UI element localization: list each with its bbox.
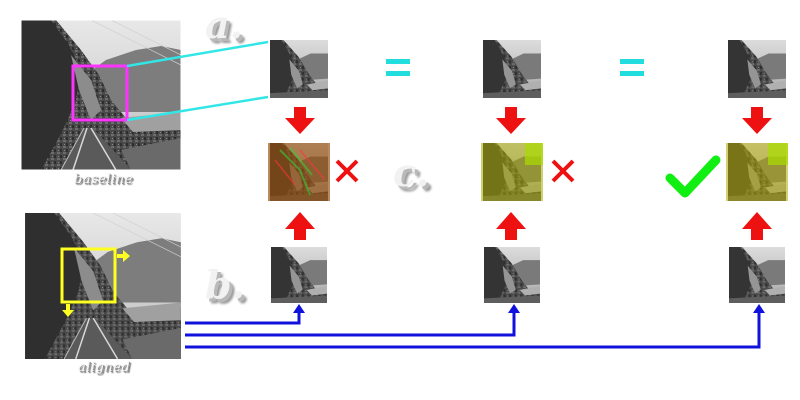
down-arrow — [742, 107, 772, 134]
baseline-photo — [20, 19, 182, 171]
step-label-b: b. — [205, 262, 245, 307]
shift-connector — [185, 312, 761, 349]
up-arrow — [496, 212, 526, 240]
baseline-crop-thumbnail — [483, 40, 541, 98]
up-arrow — [285, 212, 315, 240]
baseline-crop-thumbnail — [270, 40, 328, 98]
blend-thumbnail-partial — [481, 143, 543, 201]
blend-thumbnail-aligned — [726, 143, 788, 201]
baseline-caption: baseline — [74, 172, 133, 187]
aligned-photo — [24, 213, 182, 359]
blend-thumbnail-mismatch — [268, 143, 330, 201]
aligned-caption: aligned — [78, 360, 131, 375]
aligned-crop-box — [60, 247, 117, 304]
down-arrow — [496, 107, 526, 134]
equals-icon — [386, 59, 410, 76]
aligned-crop-thumbnail — [729, 247, 785, 303]
step-label-a: a. — [205, 2, 243, 47]
match-connector — [126, 40, 269, 122]
aligned-crop-thumbnail — [484, 247, 540, 303]
cross-icon — [335, 159, 359, 183]
up-arrow — [742, 212, 772, 240]
aligned-crop-thumbnail — [271, 247, 327, 303]
baseline-crop-thumbnail — [728, 40, 786, 98]
shift-right-arrow — [117, 250, 130, 262]
shift-down-arrow — [62, 304, 74, 317]
step-label-c: c. — [393, 150, 430, 195]
down-arrow — [285, 107, 315, 134]
baseline-crop-box — [71, 64, 129, 122]
shift-connector-arrowheads — [293, 304, 765, 313]
cross-icon — [551, 159, 575, 183]
equals-icon — [620, 59, 644, 76]
checkmark-icon — [665, 155, 721, 198]
